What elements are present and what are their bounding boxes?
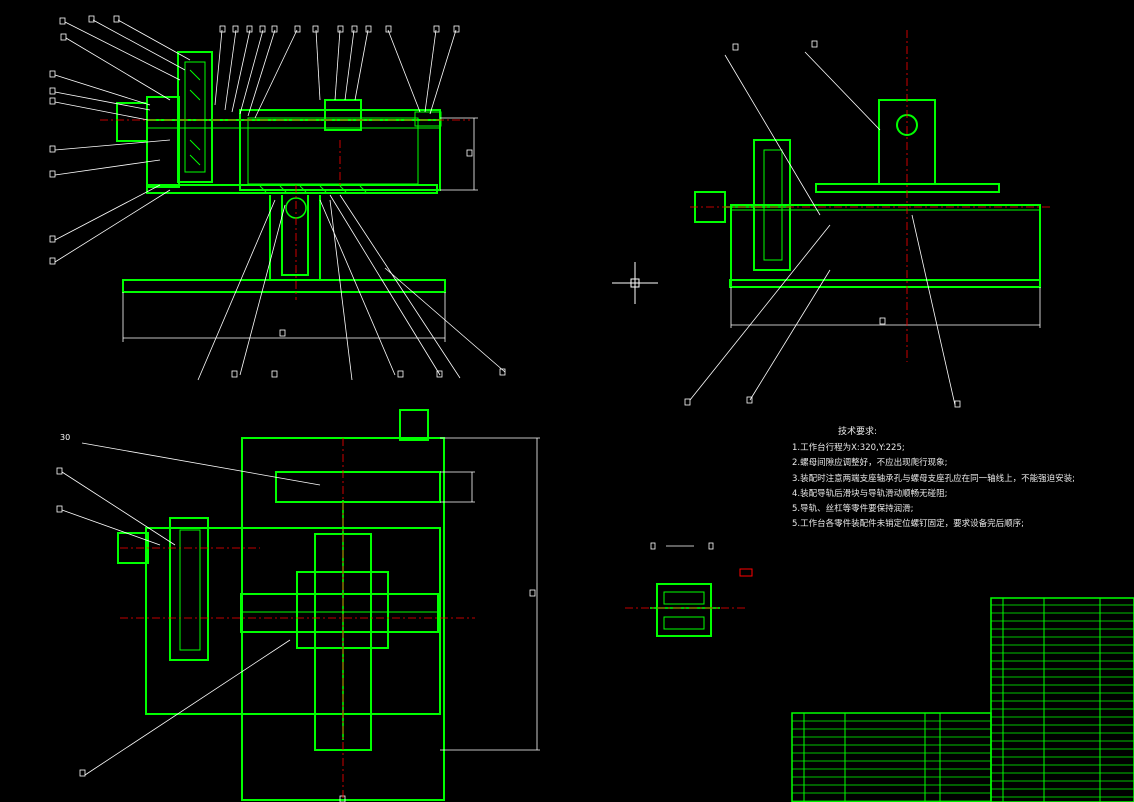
callout-label-30: 30 [60,433,70,442]
requirement-line: 5.工作台各零件装配件未销定位螺钉固定，要求设备完后顺序; [792,519,1024,530]
side-view-dimensions [730,287,1041,328]
technical-requirements: 技术要求: 1.工作台行程为X:320,Y:225; 2.螺母间隙应调整好，不应… [792,425,1122,532]
detail-view [650,583,720,637]
detail-view-annotations [650,542,714,550]
crosshair-cursor [612,262,658,304]
detail-marker [739,568,753,577]
side-view [694,99,1041,288]
front-view-hatch [189,69,367,193]
front-view-dimensions [122,117,478,342]
side-view-centerlines [690,30,1050,362]
front-view-centerlines [100,119,470,300]
requirement-line: 1.工作台行程为X:320,Y:225; [792,443,905,454]
parts-list-rows-right [991,604,1134,798]
front-view [116,51,446,293]
parts-list-rows-bottom [792,720,991,802]
requirement-line: 5.导轨、丝杠等零件要保持润滑; [792,504,914,515]
requirements-title: 技术要求: [838,427,878,437]
front-view-callout-tags [49,15,506,378]
top-view-centerlines [120,438,475,800]
side-view-callouts [684,40,961,408]
front-view-callouts [54,19,506,381]
top-view [117,409,445,801]
top-view-callouts [56,442,321,777]
top-view-dimensions [339,437,540,802]
requirement-line: 3.装配时注意两端支座轴承孔与螺母支座孔应在同一轴线上，不能强迫安装; [792,473,1075,484]
requirement-line: 4.装配导轨后滑块与导轨滑动顺畅无碰阻; [792,488,948,499]
parts-list-table [791,597,1134,802]
requirement-line: 2.螺母间隙应调整好，不应出现爬行现象; [792,458,948,469]
